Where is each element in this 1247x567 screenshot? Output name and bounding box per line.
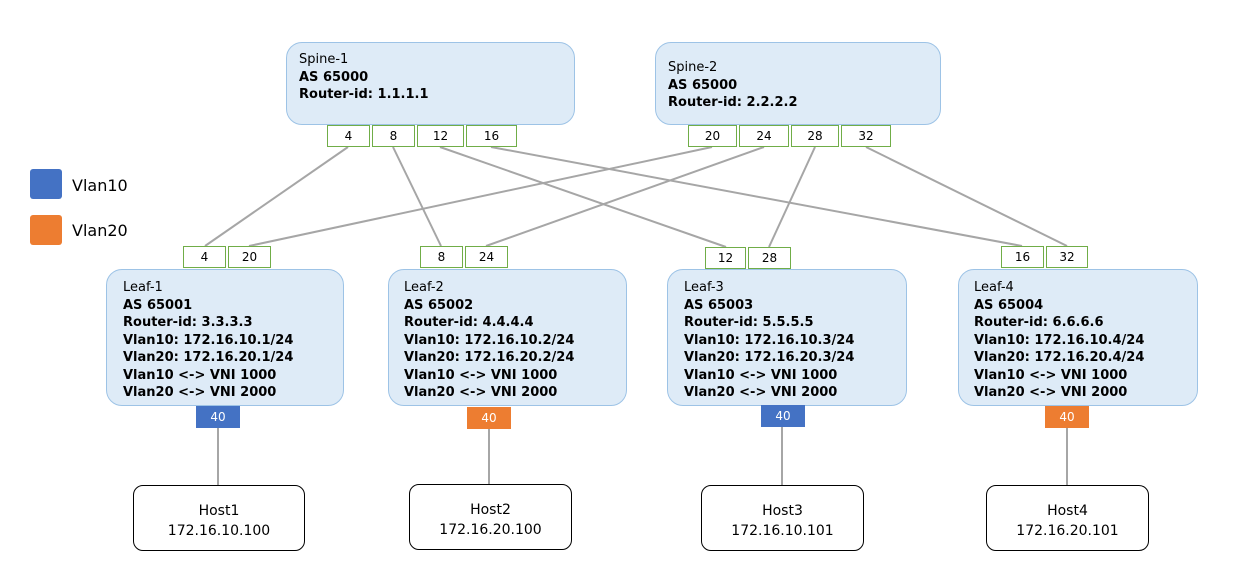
leaf-3-port-12[interactable]: 12 [705,247,746,269]
link-spine-1-port-12 [439,146,727,248]
leaf-vlan20-ip: Vlan20: 172.16.20.3/24 [684,350,855,365]
host-ip: 172.16.10.100 [167,523,271,539]
host-1[interactable]: Host1 172.16.10.100 [133,485,305,551]
host-name: Host2 [470,502,511,518]
leaf-vlan20-ip: Vlan20: 172.16.20.2/24 [404,350,575,365]
leaf-vlan20-ip: Vlan20: 172.16.20.1/24 [123,350,294,365]
leaf-1-node[interactable]: Leaf-1 AS 65001 Router-id: 3.3.3.3 Vlan1… [106,269,344,406]
legend-swatch-vlan10 [30,169,62,199]
host-2[interactable]: Host2 172.16.20.100 [409,484,572,550]
legend-label-vlan20: Vlan20 [72,221,128,240]
leaf-2-port-24[interactable]: 24 [465,246,508,268]
leaf-1-port-4[interactable]: 4 [183,246,226,268]
link-spine-1-port-8 [392,146,442,247]
leaf-vni20-map: Vlan20 <-> VNI 2000 [404,385,558,400]
leaf-vlan10-ip: Vlan10: 172.16.10.2/24 [404,332,575,348]
link-spine-2-port-24 [485,146,765,247]
leaf-vlan10-ip: Vlan10: 172.16.10.4/24 [974,332,1145,348]
link-spine-1-port-4 [204,146,349,247]
leaf-3-port-28[interactable]: 28 [748,247,791,269]
leaf-name: Leaf-1 [123,280,163,295]
leaf-3-node[interactable]: Leaf-3 AS 65003 Router-id: 5.5.5.5 Vlan1… [667,269,907,406]
leaf-name: Leaf-3 [684,280,724,295]
leaf-vni10-map: Vlan10 <-> VNI 1000 [974,367,1128,383]
leaf-as: AS 65004 [974,297,1044,313]
host-name: Host4 [1047,503,1088,519]
host-ip: 172.16.10.101 [731,523,834,539]
leaf-as: AS 65002 [404,297,474,313]
host-3[interactable]: Host3 172.16.10.101 [701,485,864,551]
link-spine-1-port-16 [490,146,1023,247]
leaf-vni20-map: Vlan20 <-> VNI 2000 [123,385,277,400]
host-ip: 172.16.20.100 [439,522,542,538]
spine-1-port-16[interactable]: 16 [466,125,517,147]
link-spine-2-port-32 [865,146,1068,247]
leaf-4-port-16[interactable]: 16 [1001,246,1044,268]
spine-1-node[interactable]: Spine-1 AS 65000 Router-id: 1.1.1.1 [286,42,575,125]
link-spine-2-port-28 [768,146,816,248]
host-ip: 172.16.20.101 [1016,523,1119,539]
leaf-2-host-port[interactable]: 40 [467,407,511,429]
spine-as: AS 65000 [299,69,369,85]
spine-2-port-32[interactable]: 32 [841,125,891,147]
spine-router-id: Router-id: 2.2.2.2 [668,95,798,110]
leaf-name: Leaf-2 [404,280,444,295]
leaf-3-host-port[interactable]: 40 [761,405,805,427]
spine-1-port-4[interactable]: 4 [327,125,370,147]
leaf-router-id: Router-id: 4.4.4.4 [404,315,534,330]
leaf-1-host-port[interactable]: 40 [196,406,240,428]
spine-2-port-28[interactable]: 28 [791,125,839,147]
spine-router-id: Router-id: 1.1.1.1 [299,87,429,102]
link-spine-2-port-20 [248,146,713,247]
leaf-as: AS 65003 [684,297,754,313]
spine-2-port-20[interactable]: 20 [688,125,737,147]
leaf-vlan20-ip: Vlan20: 172.16.20.4/24 [974,350,1145,365]
leaf-router-id: Router-id: 3.3.3.3 [123,315,253,330]
leaf-2-port-8[interactable]: 8 [420,246,463,268]
leaf-vlan10-ip: Vlan10: 172.16.10.1/24 [123,332,294,348]
leaf-1-port-20[interactable]: 20 [228,246,271,268]
leaf-4-port-32[interactable]: 32 [1046,246,1088,268]
spine-1-port-12[interactable]: 12 [417,125,464,147]
spine-2-node[interactable]: Spine-2 AS 65000 Router-id: 2.2.2.2 [655,42,941,125]
host-name: Host1 [198,503,240,519]
spine-name: Spine-1 [299,52,349,67]
leaf-router-id: Router-id: 6.6.6.6 [974,315,1104,330]
leaf-vni10-map: Vlan10 <-> VNI 1000 [684,367,838,383]
spine-2-port-24[interactable]: 24 [739,125,789,147]
host-4[interactable]: Host4 172.16.20.101 [986,485,1149,551]
leaf-4-node[interactable]: Leaf-4 AS 65004 Router-id: 6.6.6.6 Vlan1… [958,269,1198,406]
host-name: Host3 [762,503,803,519]
leaf-2-node[interactable]: Leaf-2 AS 65002 Router-id: 4.4.4.4 Vlan1… [388,269,627,406]
leaf-name: Leaf-4 [974,280,1014,295]
leaf-router-id: Router-id: 5.5.5.5 [684,315,814,330]
spine-1-port-8[interactable]: 8 [372,125,415,147]
leaf-vlan10-ip: Vlan10: 172.16.10.3/24 [684,332,855,348]
legend-label-vlan10: Vlan10 [72,176,128,195]
spine-as: AS 65000 [668,77,738,93]
leaf-vni10-map: Vlan10 <-> VNI 1000 [404,367,558,383]
leaf-vni20-map: Vlan20 <-> VNI 2000 [684,385,838,400]
leaf-as: AS 65001 [123,297,193,313]
spine-name: Spine-2 [668,60,718,75]
leaf-vni20-map: Vlan20 <-> VNI 2000 [974,385,1128,400]
leaf-vni10-map: Vlan10 <-> VNI 1000 [123,367,277,383]
leaf-4-host-port[interactable]: 40 [1045,406,1089,428]
legend-swatch-vlan20 [30,215,62,245]
